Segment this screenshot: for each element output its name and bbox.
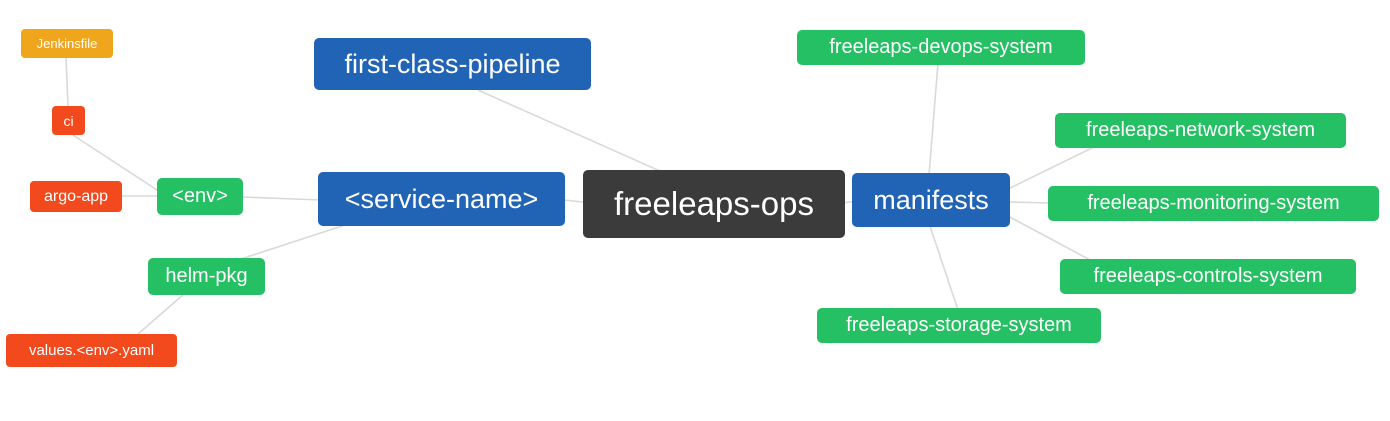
node-helm-pkg[interactable]: helm-pkg	[148, 258, 265, 295]
node-freeleaps-controls-system[interactable]: freeleaps-controls-system	[1060, 259, 1356, 294]
edge-ci-env	[72, 134, 161, 193]
edge-manifests-network	[1007, 145, 1097, 190]
node-env[interactable]: <env>	[157, 178, 243, 215]
node-first-class-pipeline[interactable]: first-class-pipeline	[314, 38, 591, 90]
node-argo-app[interactable]: argo-app	[30, 181, 122, 212]
edge-manifests-storage	[929, 225, 959, 311]
edge-values-helm-pkg	[137, 293, 185, 335]
edge-manifests-controls	[1007, 215, 1093, 262]
node-freeleaps-devops-system[interactable]: freeleaps-devops-system	[797, 30, 1085, 65]
node-service-name[interactable]: <service-name>	[318, 172, 565, 226]
node-freeleaps-network-system[interactable]: freeleaps-network-system	[1055, 113, 1346, 148]
node-values-env-yaml[interactable]: values.<env>.yaml	[6, 334, 177, 367]
node-freeleaps-monitoring-system[interactable]: freeleaps-monitoring-system	[1048, 186, 1379, 221]
edge-helm-pkg-service-name	[237, 223, 349, 261]
node-freeleaps-ops[interactable]: freeleaps-ops	[583, 170, 845, 238]
node-ci[interactable]: ci	[52, 106, 85, 135]
node-jenkinsfile[interactable]: Jenkinsfile	[21, 29, 113, 58]
edge-manifests-monitoring	[1008, 201, 1053, 204]
node-freeleaps-storage-system[interactable]: freeleaps-storage-system	[817, 308, 1101, 343]
edge-first-class-pipeline-root	[477, 89, 663, 173]
edge-jenkinsfile-ci	[65, 57, 69, 107]
node-manifests[interactable]: manifests	[852, 173, 1010, 227]
edge-env-service-name	[242, 196, 321, 201]
edge-manifests-devops	[928, 62, 939, 176]
